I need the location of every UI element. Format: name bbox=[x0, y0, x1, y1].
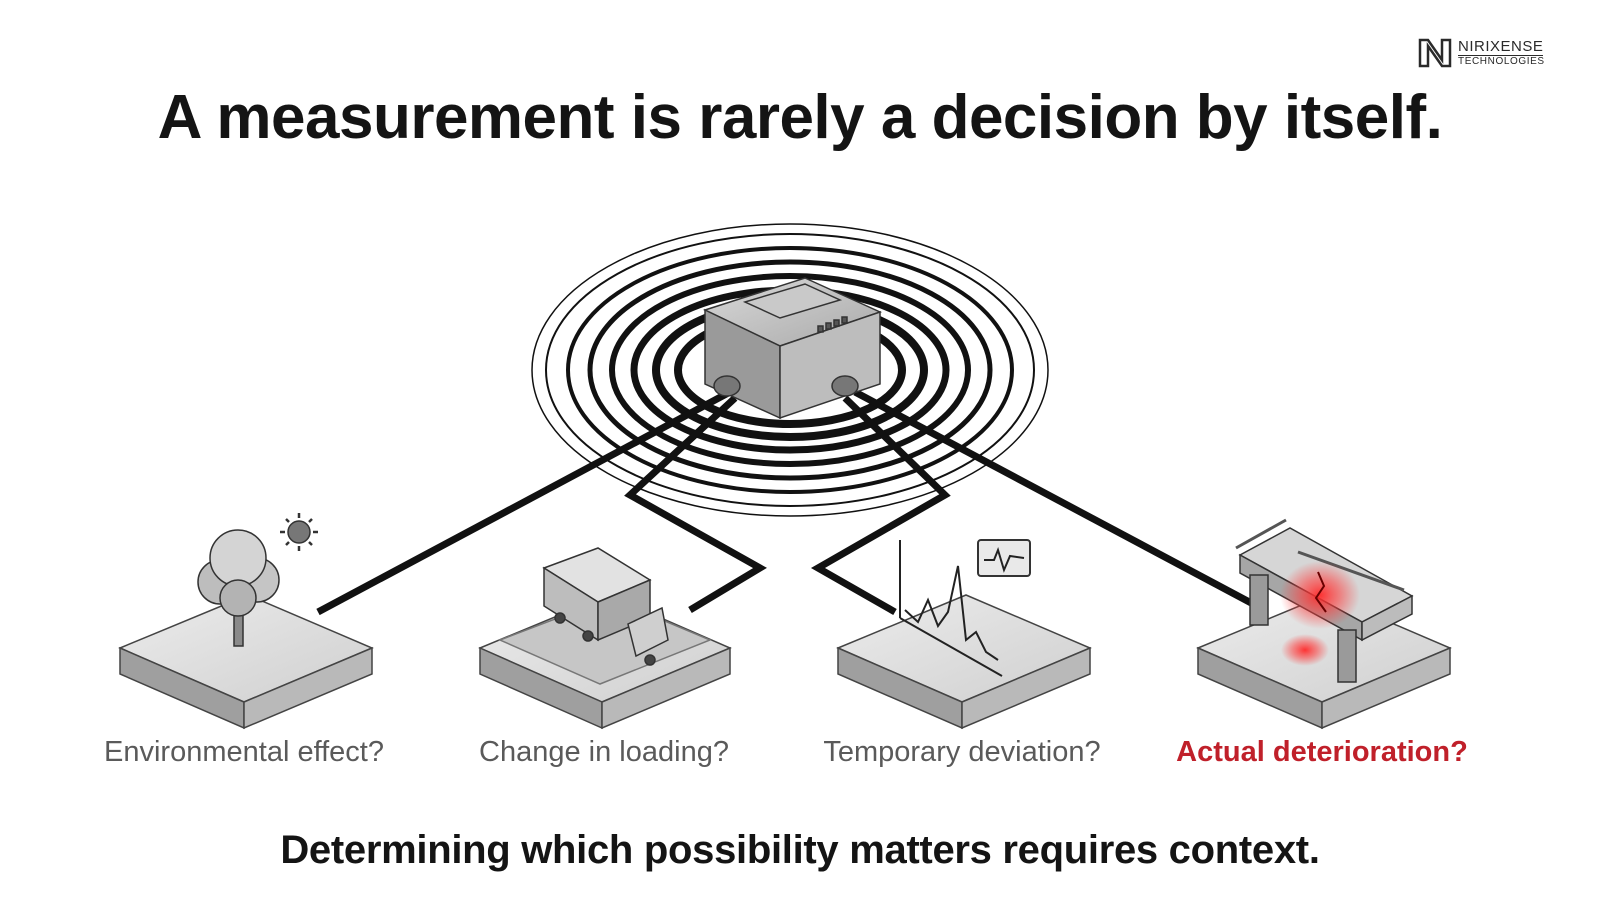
label-temporary: Temporary deviation? bbox=[823, 736, 1101, 768]
tile-environmental bbox=[118, 594, 374, 730]
logo-name: NIRIXENSE bbox=[1458, 38, 1544, 56]
label-deterioration: Actual deterioration? bbox=[1176, 736, 1468, 768]
logo-tagline: TECHNOLOGIES bbox=[1458, 56, 1545, 67]
page-subtitle: Determining which possibility matters re… bbox=[280, 828, 1320, 872]
sensor-device bbox=[702, 277, 883, 420]
tile-temporary bbox=[836, 594, 1092, 730]
cable-environmental bbox=[316, 388, 732, 616]
label-loading: Change in loading? bbox=[479, 736, 729, 768]
signal-spike-icon bbox=[899, 539, 1031, 677]
sensor-connector-icon bbox=[817, 316, 848, 333]
cable-temporary bbox=[810, 395, 951, 616]
page-title: A measurement is rarely a decision by it… bbox=[157, 83, 1443, 152]
connector-cables bbox=[316, 388, 1257, 616]
logo-mark-icon bbox=[1418, 38, 1452, 68]
label-environmental: Environmental effect? bbox=[104, 736, 384, 768]
tree-sun-icon bbox=[197, 513, 318, 647]
cracked-bridge-icon bbox=[1235, 518, 1414, 683]
truck-icon bbox=[542, 547, 669, 666]
cable-loading bbox=[624, 395, 767, 614]
cable-deterioration bbox=[853, 388, 1257, 609]
company-logo: NIRIXENSE TECHNOLOGIES bbox=[1418, 38, 1578, 72]
